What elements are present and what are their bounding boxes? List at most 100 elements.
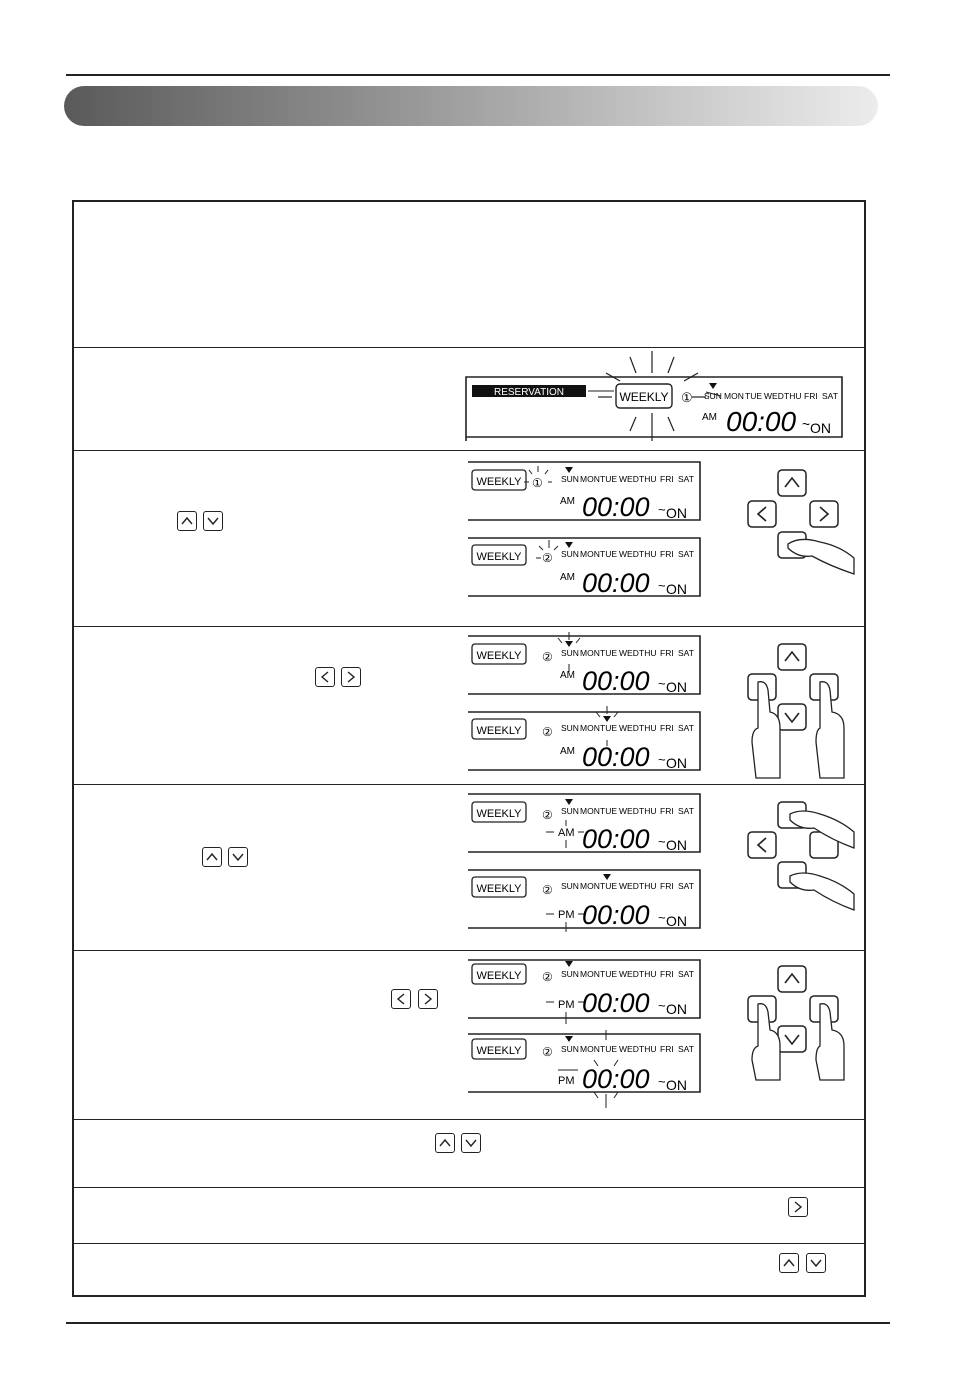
svg-text:00:00: 00:00 xyxy=(582,1064,650,1094)
svg-text:WEEKLY: WEEKLY xyxy=(476,551,522,563)
pressing-hand-icon xyxy=(815,681,845,779)
svg-text:WEEKLY: WEEKLY xyxy=(476,970,522,982)
svg-text:SUN: SUN xyxy=(561,969,579,979)
svg-text:SUN: SUN xyxy=(561,648,579,658)
svg-text:FRI: FRI xyxy=(660,881,674,891)
row-divider xyxy=(72,950,866,951)
pressing-hand-icon xyxy=(789,810,855,849)
svg-text:MON: MON xyxy=(580,1044,600,1054)
svg-text:②: ② xyxy=(542,650,553,664)
svg-text:MON: MON xyxy=(580,648,600,658)
right-key-icon xyxy=(788,1197,808,1217)
svg-text:②: ② xyxy=(542,883,553,897)
time-display: 00:00 xyxy=(726,406,796,437)
svg-text:00:00: 00:00 xyxy=(582,568,650,598)
on-label: ON xyxy=(810,420,831,436)
keypad-press-down xyxy=(747,469,855,575)
svg-text:TUE: TUE xyxy=(600,474,617,484)
svg-text:ON: ON xyxy=(666,581,687,597)
svg-text:WED: WED xyxy=(619,549,639,559)
svg-text:SUN: SUN xyxy=(561,723,579,733)
svg-text:WEEKLY: WEEKLY xyxy=(476,1045,522,1057)
svg-text:SAT: SAT xyxy=(678,474,694,484)
svg-text:TUE: TUE xyxy=(745,391,762,401)
svg-text:ON: ON xyxy=(666,755,687,771)
svg-text:①: ① xyxy=(532,476,543,490)
svg-text:MON: MON xyxy=(580,549,600,559)
svg-text:FRI: FRI xyxy=(660,549,674,559)
svg-text:②: ② xyxy=(542,808,553,822)
row-divider xyxy=(72,626,866,627)
svg-text:WEEKLY: WEEKLY xyxy=(476,476,522,488)
svg-text:ON: ON xyxy=(666,837,687,853)
svg-text:THU: THU xyxy=(639,648,656,658)
pressing-hand-icon xyxy=(787,538,855,575)
svg-text:~: ~ xyxy=(658,752,666,767)
svg-text:THU: THU xyxy=(639,549,656,559)
svg-text:AM: AM xyxy=(558,827,575,839)
svg-text:ON: ON xyxy=(666,913,687,929)
svg-text:WEEKLY: WEEKLY xyxy=(476,650,522,662)
svg-text:FRI: FRI xyxy=(660,648,674,658)
svg-text:FRI: FRI xyxy=(660,1044,674,1054)
svg-text:②: ② xyxy=(542,970,553,984)
left-key-icon xyxy=(391,989,411,1009)
svg-text:②: ② xyxy=(542,725,553,739)
svg-text:SUN: SUN xyxy=(704,391,722,401)
pressing-hand-icon xyxy=(751,681,781,779)
svg-text:MON: MON xyxy=(580,474,600,484)
down-key-icon xyxy=(203,511,223,531)
svg-text:SAT: SAT xyxy=(678,969,694,979)
svg-text:SUN: SUN xyxy=(561,806,579,816)
svg-text:AM: AM xyxy=(560,746,575,757)
row-divider xyxy=(72,1119,866,1120)
svg-text:WED: WED xyxy=(619,969,639,979)
svg-text:THU: THU xyxy=(639,881,656,891)
svg-text:THU: THU xyxy=(639,969,656,979)
svg-text:TUE: TUE xyxy=(600,806,617,816)
svg-text:FRI: FRI xyxy=(660,723,674,733)
keypad-press-up-down xyxy=(747,801,855,911)
svg-text:SUN: SUN xyxy=(561,474,579,484)
svg-text:FRI: FRI xyxy=(804,391,818,401)
up-key-icon xyxy=(202,847,222,867)
svg-text:AM: AM xyxy=(560,572,575,583)
up-key-icon xyxy=(779,1253,799,1273)
am-label: AM xyxy=(702,412,717,423)
keypad-press-left-right xyxy=(747,643,845,779)
weekly-box xyxy=(615,383,673,409)
down-key-icon xyxy=(806,1253,826,1273)
svg-text:SAT: SAT xyxy=(678,648,694,658)
svg-text:00:00: 00:00 xyxy=(582,900,650,930)
svg-text:PM: PM xyxy=(558,1075,575,1087)
svg-text:~: ~ xyxy=(658,676,666,691)
svg-text:WED: WED xyxy=(764,391,784,401)
row-divider xyxy=(72,784,866,785)
svg-text:TUE: TUE xyxy=(600,881,617,891)
svg-text:THU: THU xyxy=(639,1044,656,1054)
svg-text:MON: MON xyxy=(580,881,600,891)
svg-text:ON: ON xyxy=(666,679,687,695)
up-key-icon xyxy=(435,1133,455,1153)
svg-text:FRI: FRI xyxy=(660,806,674,816)
svg-text:MON: MON xyxy=(724,391,744,401)
svg-text:SAT: SAT xyxy=(678,723,694,733)
svg-text:THU: THU xyxy=(639,806,656,816)
svg-text:TUE: TUE xyxy=(600,969,617,979)
program-number: ① xyxy=(681,390,693,405)
row-divider xyxy=(72,1187,866,1188)
left-key-icon xyxy=(315,667,335,687)
svg-text:SAT: SAT xyxy=(678,1044,694,1054)
svg-text:00:00: 00:00 xyxy=(582,742,650,772)
svg-text:SAT: SAT xyxy=(678,549,694,559)
svg-text:MON: MON xyxy=(580,969,600,979)
svg-text:②: ② xyxy=(542,551,553,565)
down-key-icon xyxy=(461,1133,481,1153)
svg-text:~: ~ xyxy=(658,578,666,593)
svg-text:ON: ON xyxy=(666,1077,687,1093)
svg-text:WED: WED xyxy=(619,881,639,891)
